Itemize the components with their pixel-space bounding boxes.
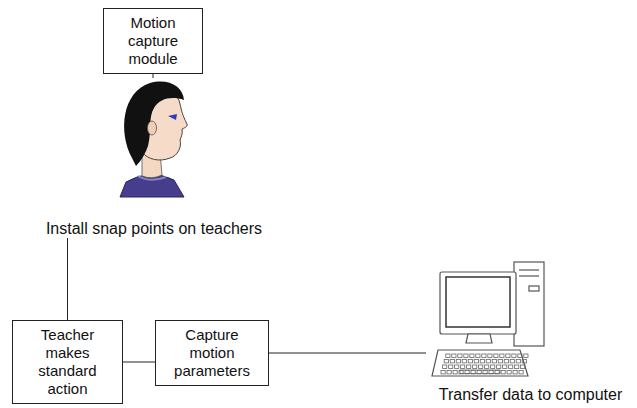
teacher-figure [120, 82, 187, 197]
connector-line [153, 74, 154, 78]
figure-caption: Transfer data to computer [426, 385, 635, 404]
connector-line [269, 353, 426, 354]
connector-line [123, 362, 155, 363]
figure-caption: Install snap points on teachers [2, 219, 306, 238]
connector-line [67, 238, 68, 320]
box-label: Teacher makes standard action [19, 326, 116, 398]
box-label: Capture motion parameters [162, 326, 262, 380]
computer-icon [432, 262, 544, 376]
figure-node: Transfer data to computer [426, 262, 635, 404]
box-label: Motion capture module [110, 14, 196, 68]
figure-node: Install snap points on teachers [2, 78, 306, 238]
process-box: Teacher makes standard action [12, 320, 123, 404]
process-box: Motion capture module [103, 8, 203, 74]
process-box: Capture motion parameters [155, 320, 269, 386]
